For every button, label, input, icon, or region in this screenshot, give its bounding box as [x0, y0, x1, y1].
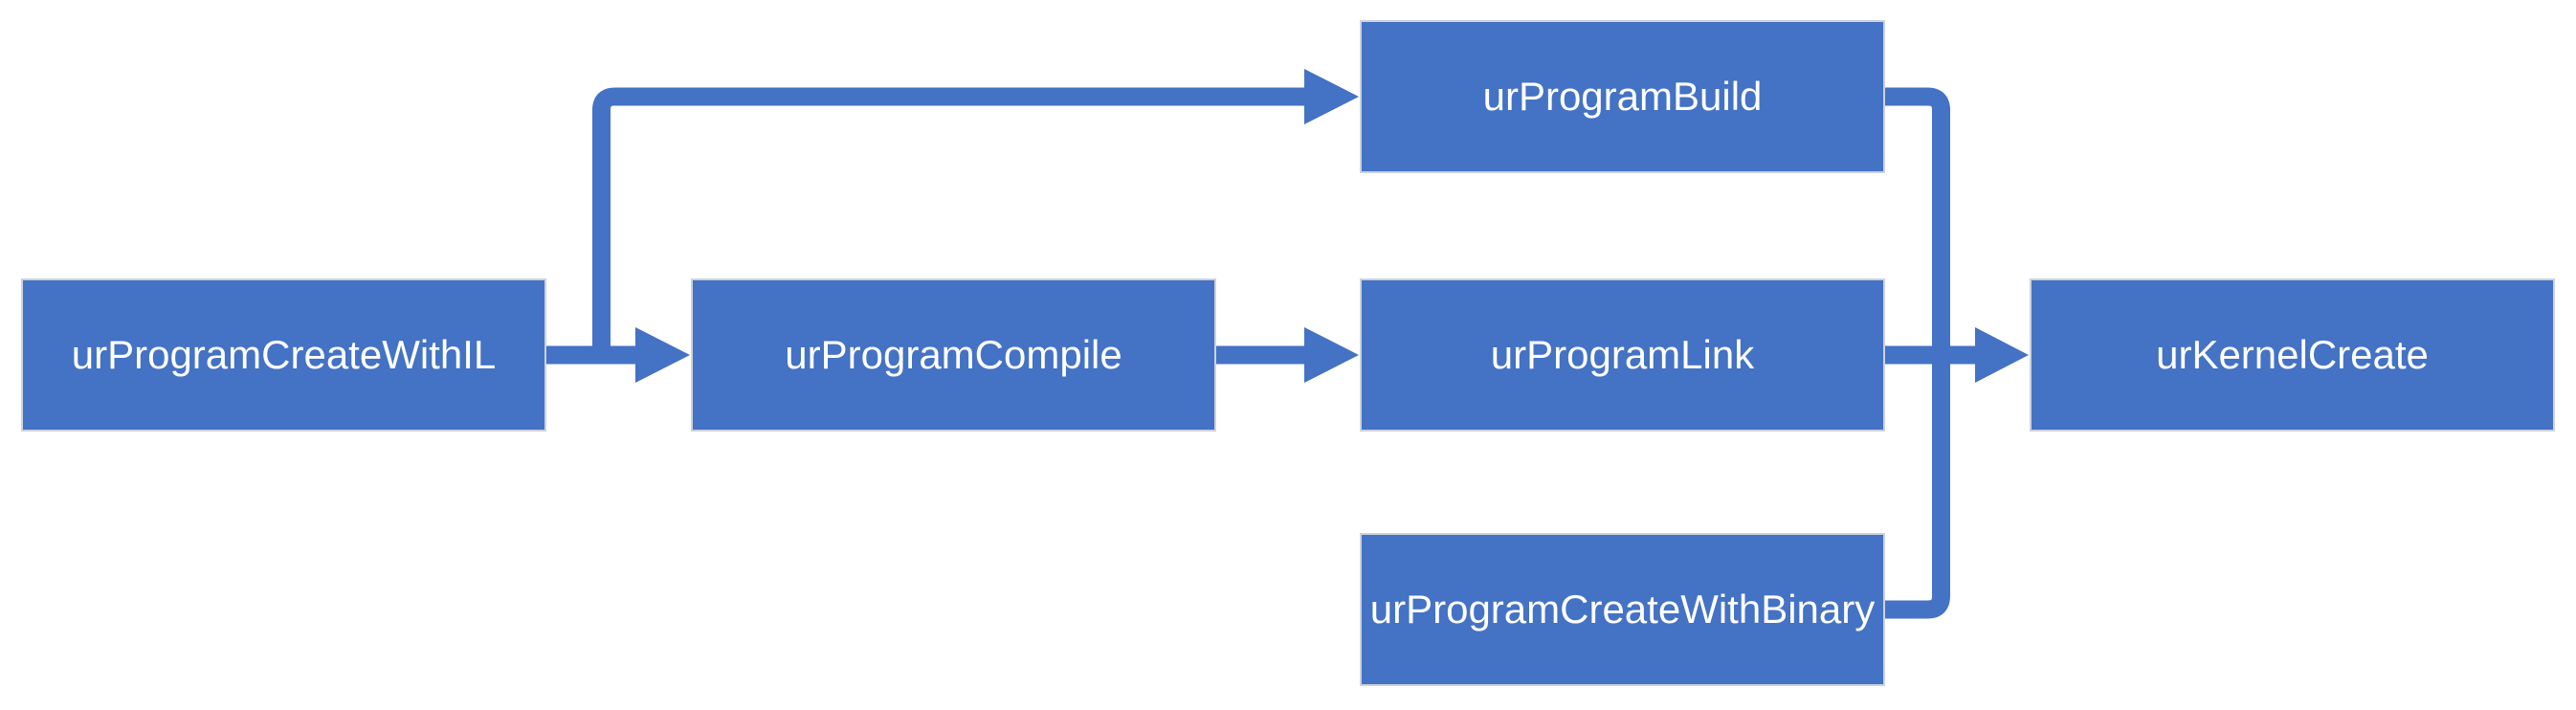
node-label: urKernelCreate	[2156, 332, 2429, 377]
node-label: urProgramCreateWithIL	[71, 332, 497, 377]
edge-link-to-kernelcreate	[1885, 327, 2029, 383]
arrowhead-into-link	[1304, 327, 1359, 383]
node-label: urProgramBuild	[1482, 74, 1763, 119]
node-urprogramcompile: urProgramCompile	[691, 278, 1216, 432]
node-label: urProgramCompile	[785, 332, 1122, 377]
node-urprogramcreatewithbinary: urProgramCreateWithBinary	[1360, 533, 1885, 686]
edge-compile-to-link	[1215, 327, 1359, 383]
edge-createwithil-to-compile	[546, 327, 690, 383]
node-urkernelcreate: urKernelCreate	[2030, 278, 2555, 432]
node-urprogramcreatewithil: urProgramCreateWithIL	[21, 278, 546, 432]
node-label: urProgramCreateWithBinary	[1369, 587, 1876, 632]
node-label: urProgramLink	[1490, 332, 1755, 377]
arrowhead-into-build	[1304, 69, 1359, 124]
node-urprogramlink: urProgramLink	[1360, 278, 1885, 432]
node-urprogrambuild: urProgramBuild	[1360, 20, 1885, 173]
arrowhead-into-compile	[635, 327, 690, 383]
arrowhead-into-kernelcreate	[1975, 327, 2029, 383]
edge-createwithil-to-build	[592, 69, 1359, 355]
